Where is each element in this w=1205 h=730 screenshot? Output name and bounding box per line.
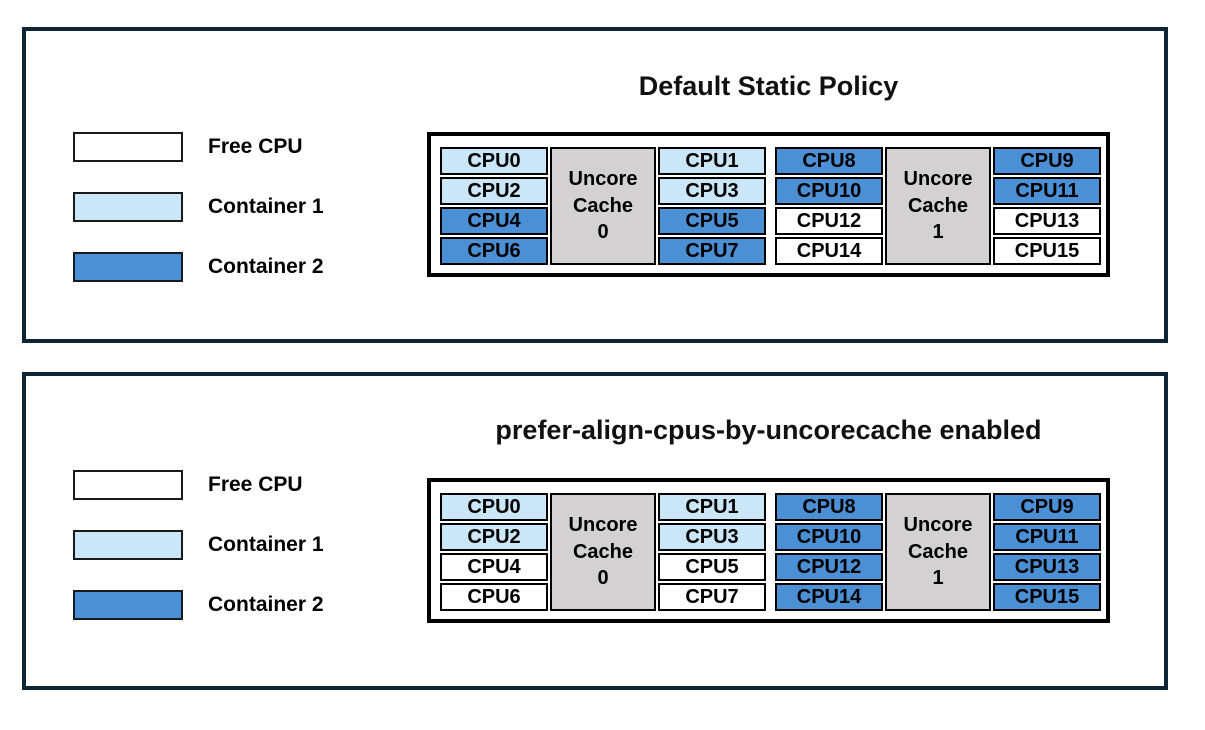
uncore-cache-group-1: CPU8 CPU10 CPU12 CPU14 Uncore Cache 1 CP…: [775, 493, 1101, 611]
free-cpu-swatch: [73, 132, 183, 162]
cpu-column-left: CPU8 CPU10 CPU12 CPU14: [775, 493, 883, 611]
cpu-topology-diagram: CPU0 CPU2 CPU4 CPU6 Uncore Cache 0 CPU1 …: [427, 132, 1110, 277]
cpu-cell: CPU7: [658, 583, 766, 611]
cpu-cell: CPU14: [775, 583, 883, 611]
panel-prefer-align-cpus-by-uncorecache: prefer-align-cpus-by-uncorecache enabled…: [22, 372, 1168, 690]
container-2-swatch: [73, 590, 183, 620]
cpu-cell: CPU0: [440, 493, 548, 521]
cpu-column-left: CPU8 CPU10 CPU12 CPU14: [775, 147, 883, 265]
legend: Free CPU Container 1 Container 2: [73, 132, 324, 282]
legend-label: Container 1: [208, 195, 324, 218]
uncore-cache-block: Uncore Cache 1: [885, 493, 991, 611]
uncore-cache-block: Uncore Cache 0: [550, 147, 656, 265]
cpu-cell: CPU11: [993, 523, 1101, 551]
cpu-column-right: CPU1 CPU3 CPU5 CPU7: [658, 493, 766, 611]
legend-item: Container 2: [73, 590, 324, 620]
free-cpu-swatch: [73, 470, 183, 500]
cpu-cell: CPU9: [993, 147, 1101, 175]
container-2-swatch: [73, 252, 183, 282]
cpu-column-left: CPU0 CPU2 CPU4 CPU6: [440, 147, 548, 265]
container-1-swatch: [73, 192, 183, 222]
legend-item: Free CPU: [73, 132, 324, 162]
cpu-cell: CPU6: [440, 583, 548, 611]
container-1-swatch: [73, 530, 183, 560]
cpu-cell: CPU0: [440, 147, 548, 175]
cpu-cell: CPU3: [658, 177, 766, 205]
cpu-cell: CPU3: [658, 523, 766, 551]
cpu-cell: CPU5: [658, 207, 766, 235]
cpu-column-right: CPU9 CPU11 CPU13 CPU15: [993, 493, 1101, 611]
legend-item: Free CPU: [73, 470, 324, 500]
cpu-cell: CPU6: [440, 237, 548, 265]
legend-label: Container 1: [208, 533, 324, 556]
legend: Free CPU Container 1 Container 2: [73, 470, 324, 620]
cpu-topology-diagram: CPU0 CPU2 CPU4 CPU6 Uncore Cache 0 CPU1 …: [427, 478, 1110, 623]
cpu-cell: CPU10: [775, 177, 883, 205]
cpu-cell: CPU1: [658, 493, 766, 521]
legend-label: Container 2: [208, 593, 324, 616]
cpu-cell: CPU12: [775, 207, 883, 235]
uncore-cache-block: Uncore Cache 0: [550, 493, 656, 611]
cpu-cell: CPU13: [993, 207, 1101, 235]
cpu-cell: CPU5: [658, 553, 766, 581]
cpu-cell: CPU15: [993, 237, 1101, 265]
uncore-cache-group-1: CPU8 CPU10 CPU12 CPU14 Uncore Cache 1 CP…: [775, 147, 1101, 265]
cpu-cell: CPU4: [440, 207, 548, 235]
legend-item: Container 1: [73, 530, 324, 560]
cpu-cell: CPU9: [993, 493, 1101, 521]
legend-item: Container 1: [73, 192, 324, 222]
cpu-cell: CPU12: [775, 553, 883, 581]
cpu-cell: CPU15: [993, 583, 1101, 611]
cpu-column-right: CPU1 CPU3 CPU5 CPU7: [658, 147, 766, 265]
cpu-column-right: CPU9 CPU11 CPU13 CPU15: [993, 147, 1101, 265]
cpu-cell: CPU14: [775, 237, 883, 265]
cpu-column-left: CPU0 CPU2 CPU4 CPU6: [440, 493, 548, 611]
legend-item: Container 2: [73, 252, 324, 282]
cpu-cell: CPU2: [440, 523, 548, 551]
cpu-cell: CPU11: [993, 177, 1101, 205]
legend-label: Container 2: [208, 255, 324, 278]
cpu-cell: CPU1: [658, 147, 766, 175]
cpu-cell: CPU7: [658, 237, 766, 265]
panel-title: prefer-align-cpus-by-uncorecache enabled: [495, 415, 1042, 445]
uncore-cache-group-0: CPU0 CPU2 CPU4 CPU6 Uncore Cache 0 CPU1 …: [440, 147, 766, 265]
uncore-cache-group-0: CPU0 CPU2 CPU4 CPU6 Uncore Cache 0 CPU1 …: [440, 493, 766, 611]
cpu-cell: CPU13: [993, 553, 1101, 581]
cpu-cell: CPU4: [440, 553, 548, 581]
cpu-cell: CPU2: [440, 177, 548, 205]
panel-default-static-policy: Default Static Policy Free CPU Container…: [22, 27, 1168, 343]
legend-label: Free CPU: [208, 135, 303, 158]
cpu-cell: CPU8: [775, 493, 883, 521]
cpu-cell: CPU8: [775, 147, 883, 175]
uncore-cache-block: Uncore Cache 1: [885, 147, 991, 265]
panel-title: Default Static Policy: [638, 71, 899, 101]
cpu-cell: CPU10: [775, 523, 883, 551]
legend-label: Free CPU: [208, 473, 303, 496]
